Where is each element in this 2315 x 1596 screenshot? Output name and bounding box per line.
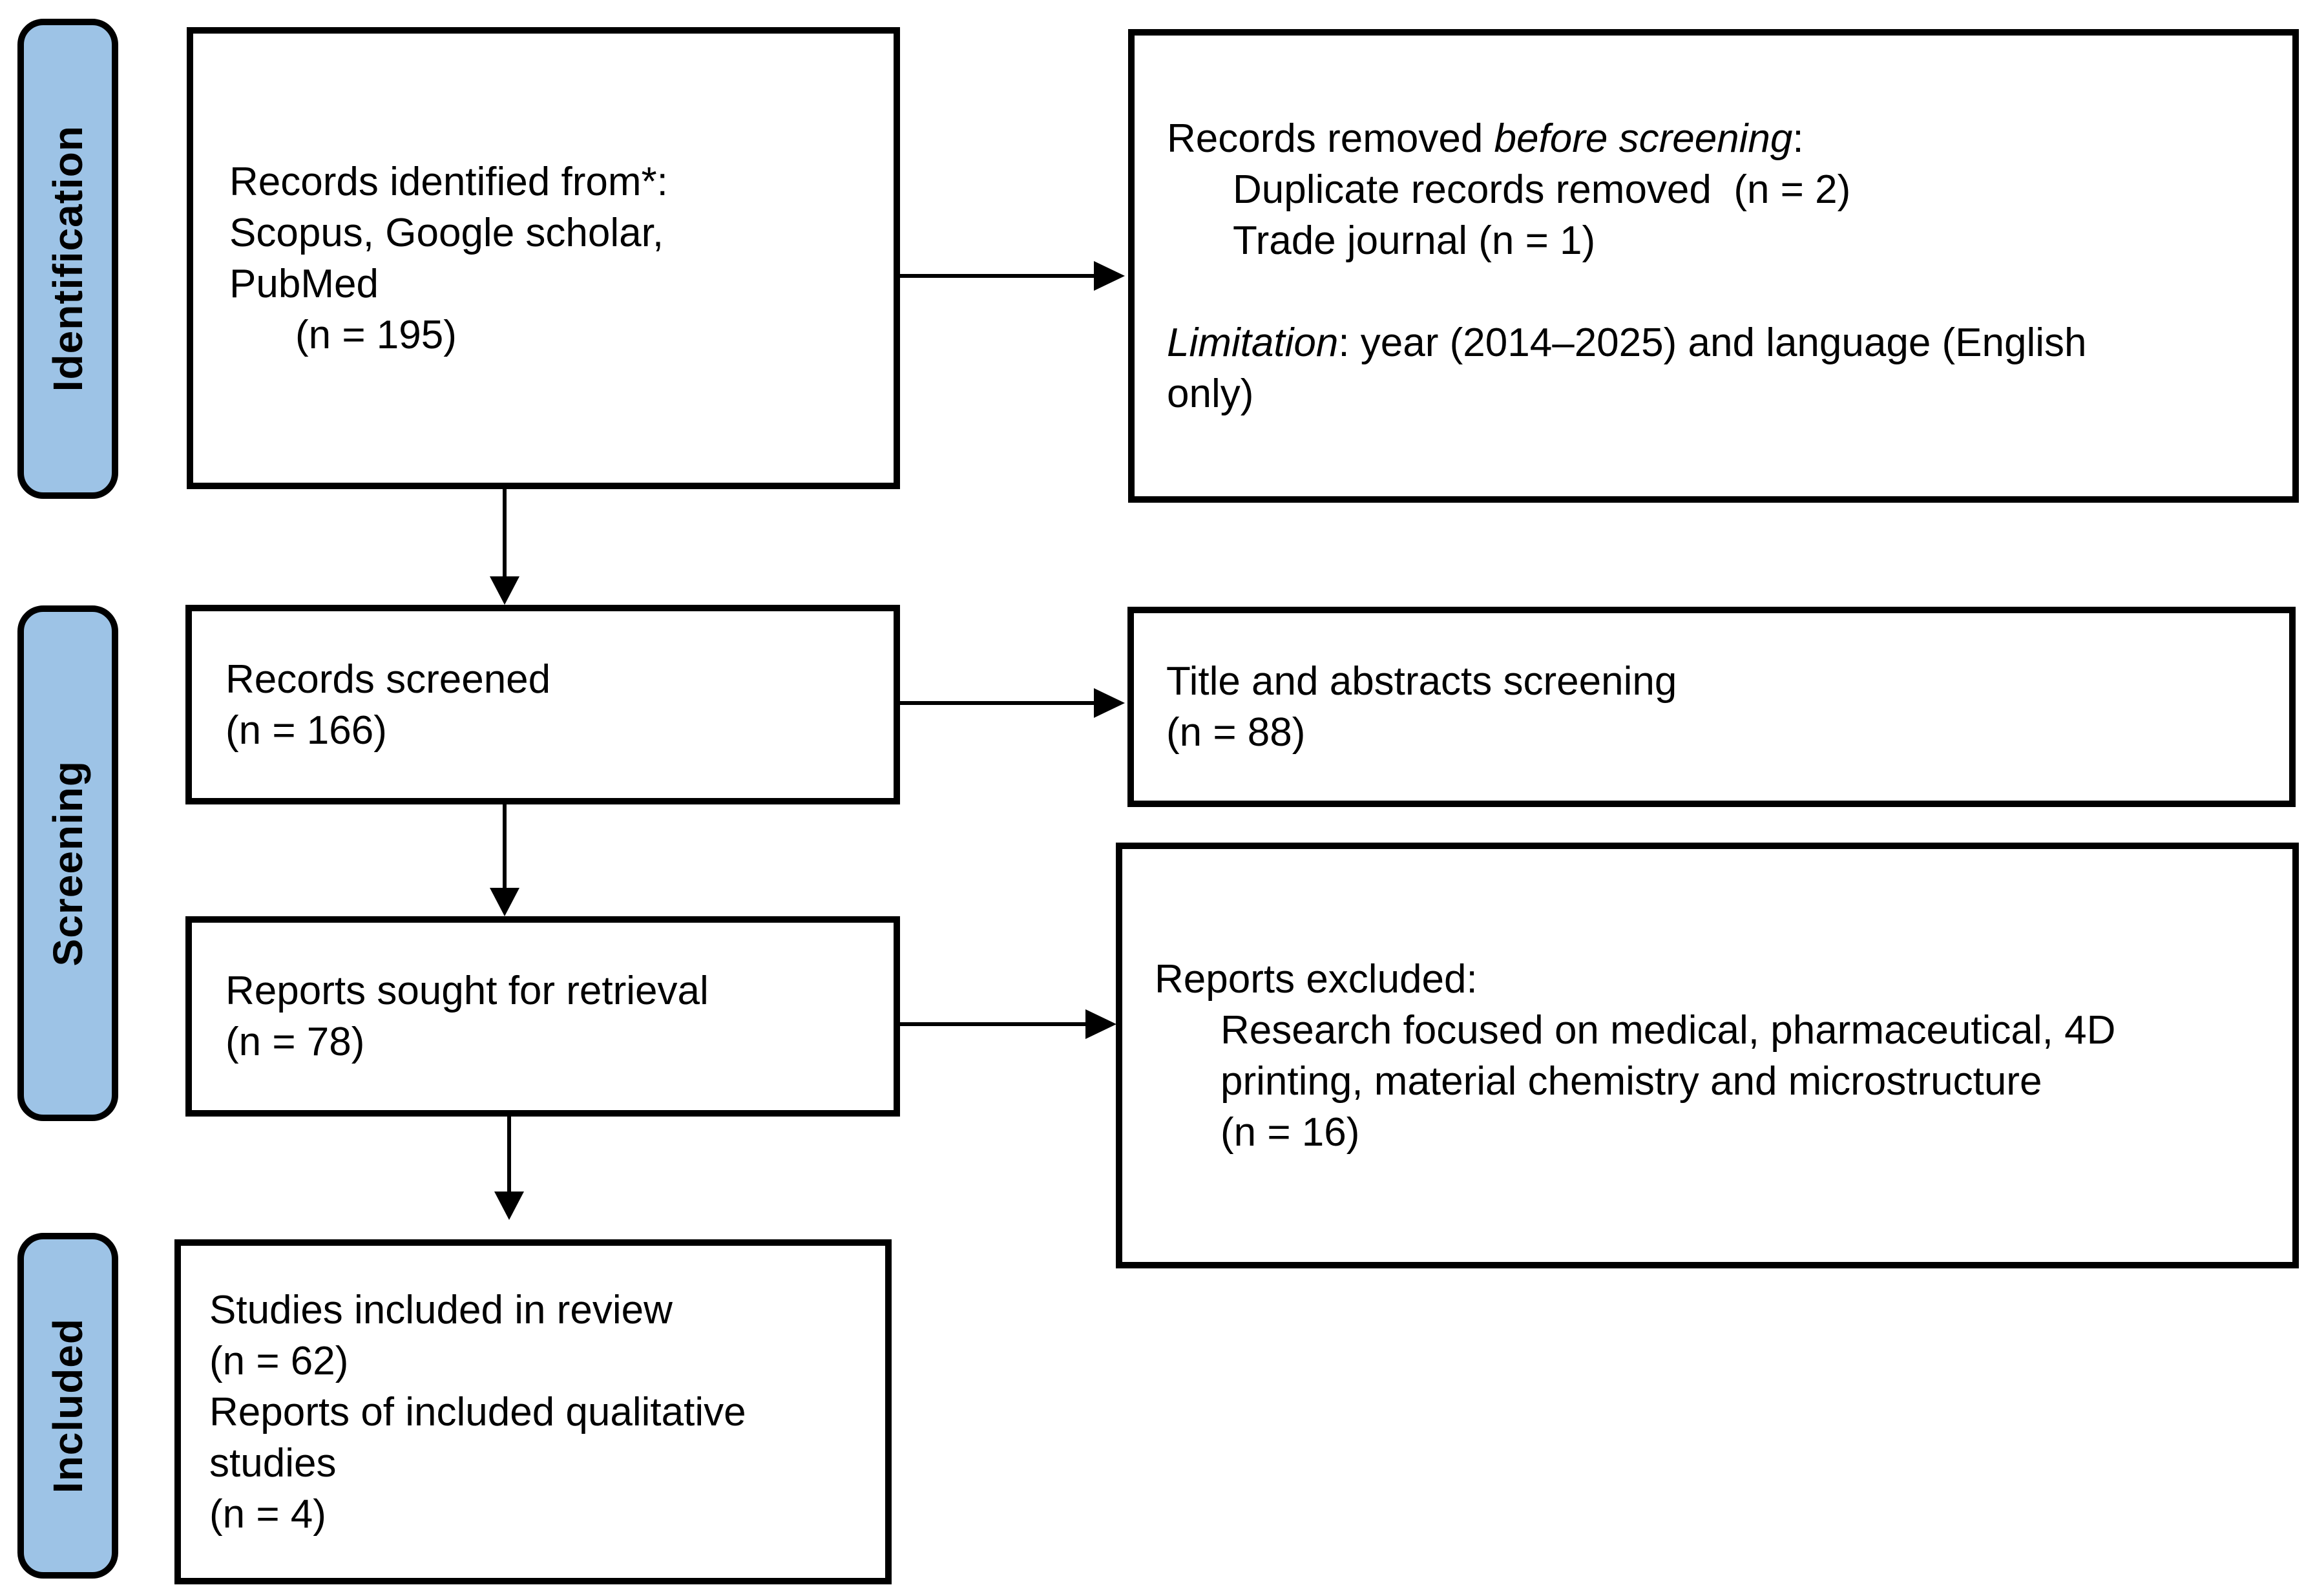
box-reports-sought-text: Reports sought for retrieval (n = 78) bbox=[225, 965, 894, 1067]
arrow-sought-to-excluded-line bbox=[900, 1022, 1085, 1026]
arrowhead-down-icon bbox=[494, 1192, 524, 1220]
box-reports-excluded-text: Reports excluded: Research focused on med… bbox=[1155, 954, 2292, 1158]
text-line: Research focused on medical, pharmaceuti… bbox=[1155, 1005, 2292, 1056]
box-studies-included-text: Studies included in review (n = 62) Report… bbox=[209, 1285, 885, 1540]
arrowhead-right-icon bbox=[1094, 261, 1125, 291]
text-segment-italic: before screening bbox=[1494, 116, 1793, 161]
arrow-identified-to-removed-line bbox=[900, 274, 1094, 278]
box-records-removed-text: Records removed before screening:Duplica… bbox=[1167, 113, 2292, 419]
text-segment: Reports of included qualitative bbox=[209, 1389, 746, 1434]
text-segment: (n = 62) bbox=[209, 1338, 349, 1383]
text-segment: (n = 88) bbox=[1166, 710, 1306, 755]
arrowhead-down-icon bbox=[490, 888, 519, 916]
box-title-abstracts-text: Title and abstracts screening (n = 88) bbox=[1166, 656, 2289, 758]
text-segment: (n = 195) bbox=[295, 312, 457, 357]
stage-label-identification-text: Identification bbox=[45, 125, 91, 392]
text-segment: (n = 166) bbox=[225, 708, 387, 753]
text-segment: : year (2014–2025) and language (English bbox=[1338, 320, 2087, 365]
text-line: only) bbox=[1167, 368, 2292, 419]
box-reports-excluded: Reports excluded: Research focused on med… bbox=[1116, 843, 2299, 1268]
stage-label-screening-text: Screening bbox=[45, 760, 91, 967]
text-line: (n = 195) bbox=[229, 310, 894, 361]
box-records-removed-before-screening: Records removed before screening:Duplica… bbox=[1128, 29, 2299, 503]
text-segment: Duplicate records removed (n = 2) bbox=[1233, 167, 1851, 212]
text-line: (n = 166) bbox=[225, 705, 894, 756]
text-line: studies bbox=[209, 1438, 885, 1489]
stage-label-identification: Identification bbox=[17, 19, 118, 499]
arrowhead-right-icon bbox=[1085, 1009, 1116, 1039]
text-segment: Reports sought for retrieval bbox=[225, 969, 709, 1013]
text-segment: PubMed bbox=[229, 261, 379, 306]
text-line: (n = 78) bbox=[225, 1016, 894, 1067]
text-segment: (n = 4) bbox=[209, 1491, 326, 1537]
arrow-sought-to-included-line bbox=[507, 1117, 511, 1193]
text-segment-italic: Limitation bbox=[1167, 320, 1339, 365]
text-line: Reports excluded: bbox=[1155, 954, 2292, 1005]
text-line: Limitation: year (2014–2025) and languag… bbox=[1167, 317, 2292, 368]
text-line: Scopus, Google scholar, bbox=[229, 207, 894, 258]
arrow-screened-to-sought-line bbox=[503, 804, 507, 889]
text-segment: Title and abstracts screening bbox=[1166, 659, 1677, 704]
box-records-screened-text: Records screened (n = 166) bbox=[225, 654, 894, 756]
text-segment: : bbox=[1792, 116, 1804, 161]
arrowhead-down-icon bbox=[490, 576, 519, 605]
box-records-screened: Records screened (n = 166) bbox=[185, 605, 900, 804]
box-studies-included-in-review: Studies included in review (n = 62) Report… bbox=[174, 1239, 892, 1584]
text-segment: (n = 78) bbox=[225, 1020, 365, 1064]
text-segment: Scopus, Google scholar, bbox=[229, 210, 664, 255]
text-segment: Studies included in review bbox=[209, 1287, 673, 1332]
arrow-identified-to-screened-line bbox=[503, 489, 507, 578]
box-reports-sought-for-retrieval: Reports sought for retrieval (n = 78) bbox=[185, 916, 900, 1117]
text-segment: Records removed bbox=[1167, 116, 1494, 161]
text-line: (n = 88) bbox=[1166, 707, 2289, 758]
text-line: Trade journal (n = 1) bbox=[1167, 215, 2292, 266]
text-segment: Records screened bbox=[225, 656, 551, 702]
text-line: Reports of included qualitative bbox=[209, 1387, 885, 1438]
arrow-screened-to-title-abstracts-line bbox=[900, 701, 1094, 705]
text-segment: Reports excluded: bbox=[1155, 956, 1478, 1002]
text-segment: printing, material chemistry and microst… bbox=[1220, 1058, 2042, 1104]
text-segment: Trade journal (n = 1) bbox=[1233, 218, 1596, 263]
stage-label-included: Included bbox=[17, 1233, 118, 1579]
text-line: Records screened bbox=[225, 654, 894, 705]
text-line: Records removed before screening: bbox=[1167, 113, 2292, 164]
box-title-abstracts-screening: Title and abstracts screening (n = 88) bbox=[1127, 607, 2296, 807]
text-line: Records identified from*: bbox=[229, 156, 894, 207]
text-line: printing, material chemistry and microst… bbox=[1155, 1056, 2292, 1107]
text-line bbox=[1167, 266, 2292, 317]
text-segment: (n = 16) bbox=[1220, 1109, 1360, 1155]
text-segment: Research focused on medical, pharmaceuti… bbox=[1220, 1007, 2116, 1053]
text-line: (n = 16) bbox=[1155, 1107, 2292, 1158]
text-line: Studies included in review bbox=[209, 1285, 885, 1336]
text-line: (n = 62) bbox=[209, 1336, 885, 1387]
text-line: PubMed bbox=[229, 258, 894, 310]
text-line: (n = 4) bbox=[209, 1489, 885, 1540]
text-segment: Records identified from*: bbox=[229, 159, 668, 204]
text-segment: studies bbox=[209, 1440, 337, 1486]
box-records-identified-text: Records identified from*: Scopus, Google … bbox=[229, 156, 894, 361]
text-line: Duplicate records removed (n = 2) bbox=[1167, 164, 2292, 215]
box-records-identified: Records identified from*: Scopus, Google … bbox=[187, 27, 900, 489]
stage-label-included-text: Included bbox=[45, 1318, 91, 1494]
arrowhead-right-icon bbox=[1094, 688, 1125, 718]
text-line: Reports sought for retrieval bbox=[225, 965, 894, 1016]
text-segment: only) bbox=[1167, 371, 1254, 416]
stage-label-screening: Screening bbox=[17, 605, 118, 1121]
text-line: Title and abstracts screening bbox=[1166, 656, 2289, 707]
